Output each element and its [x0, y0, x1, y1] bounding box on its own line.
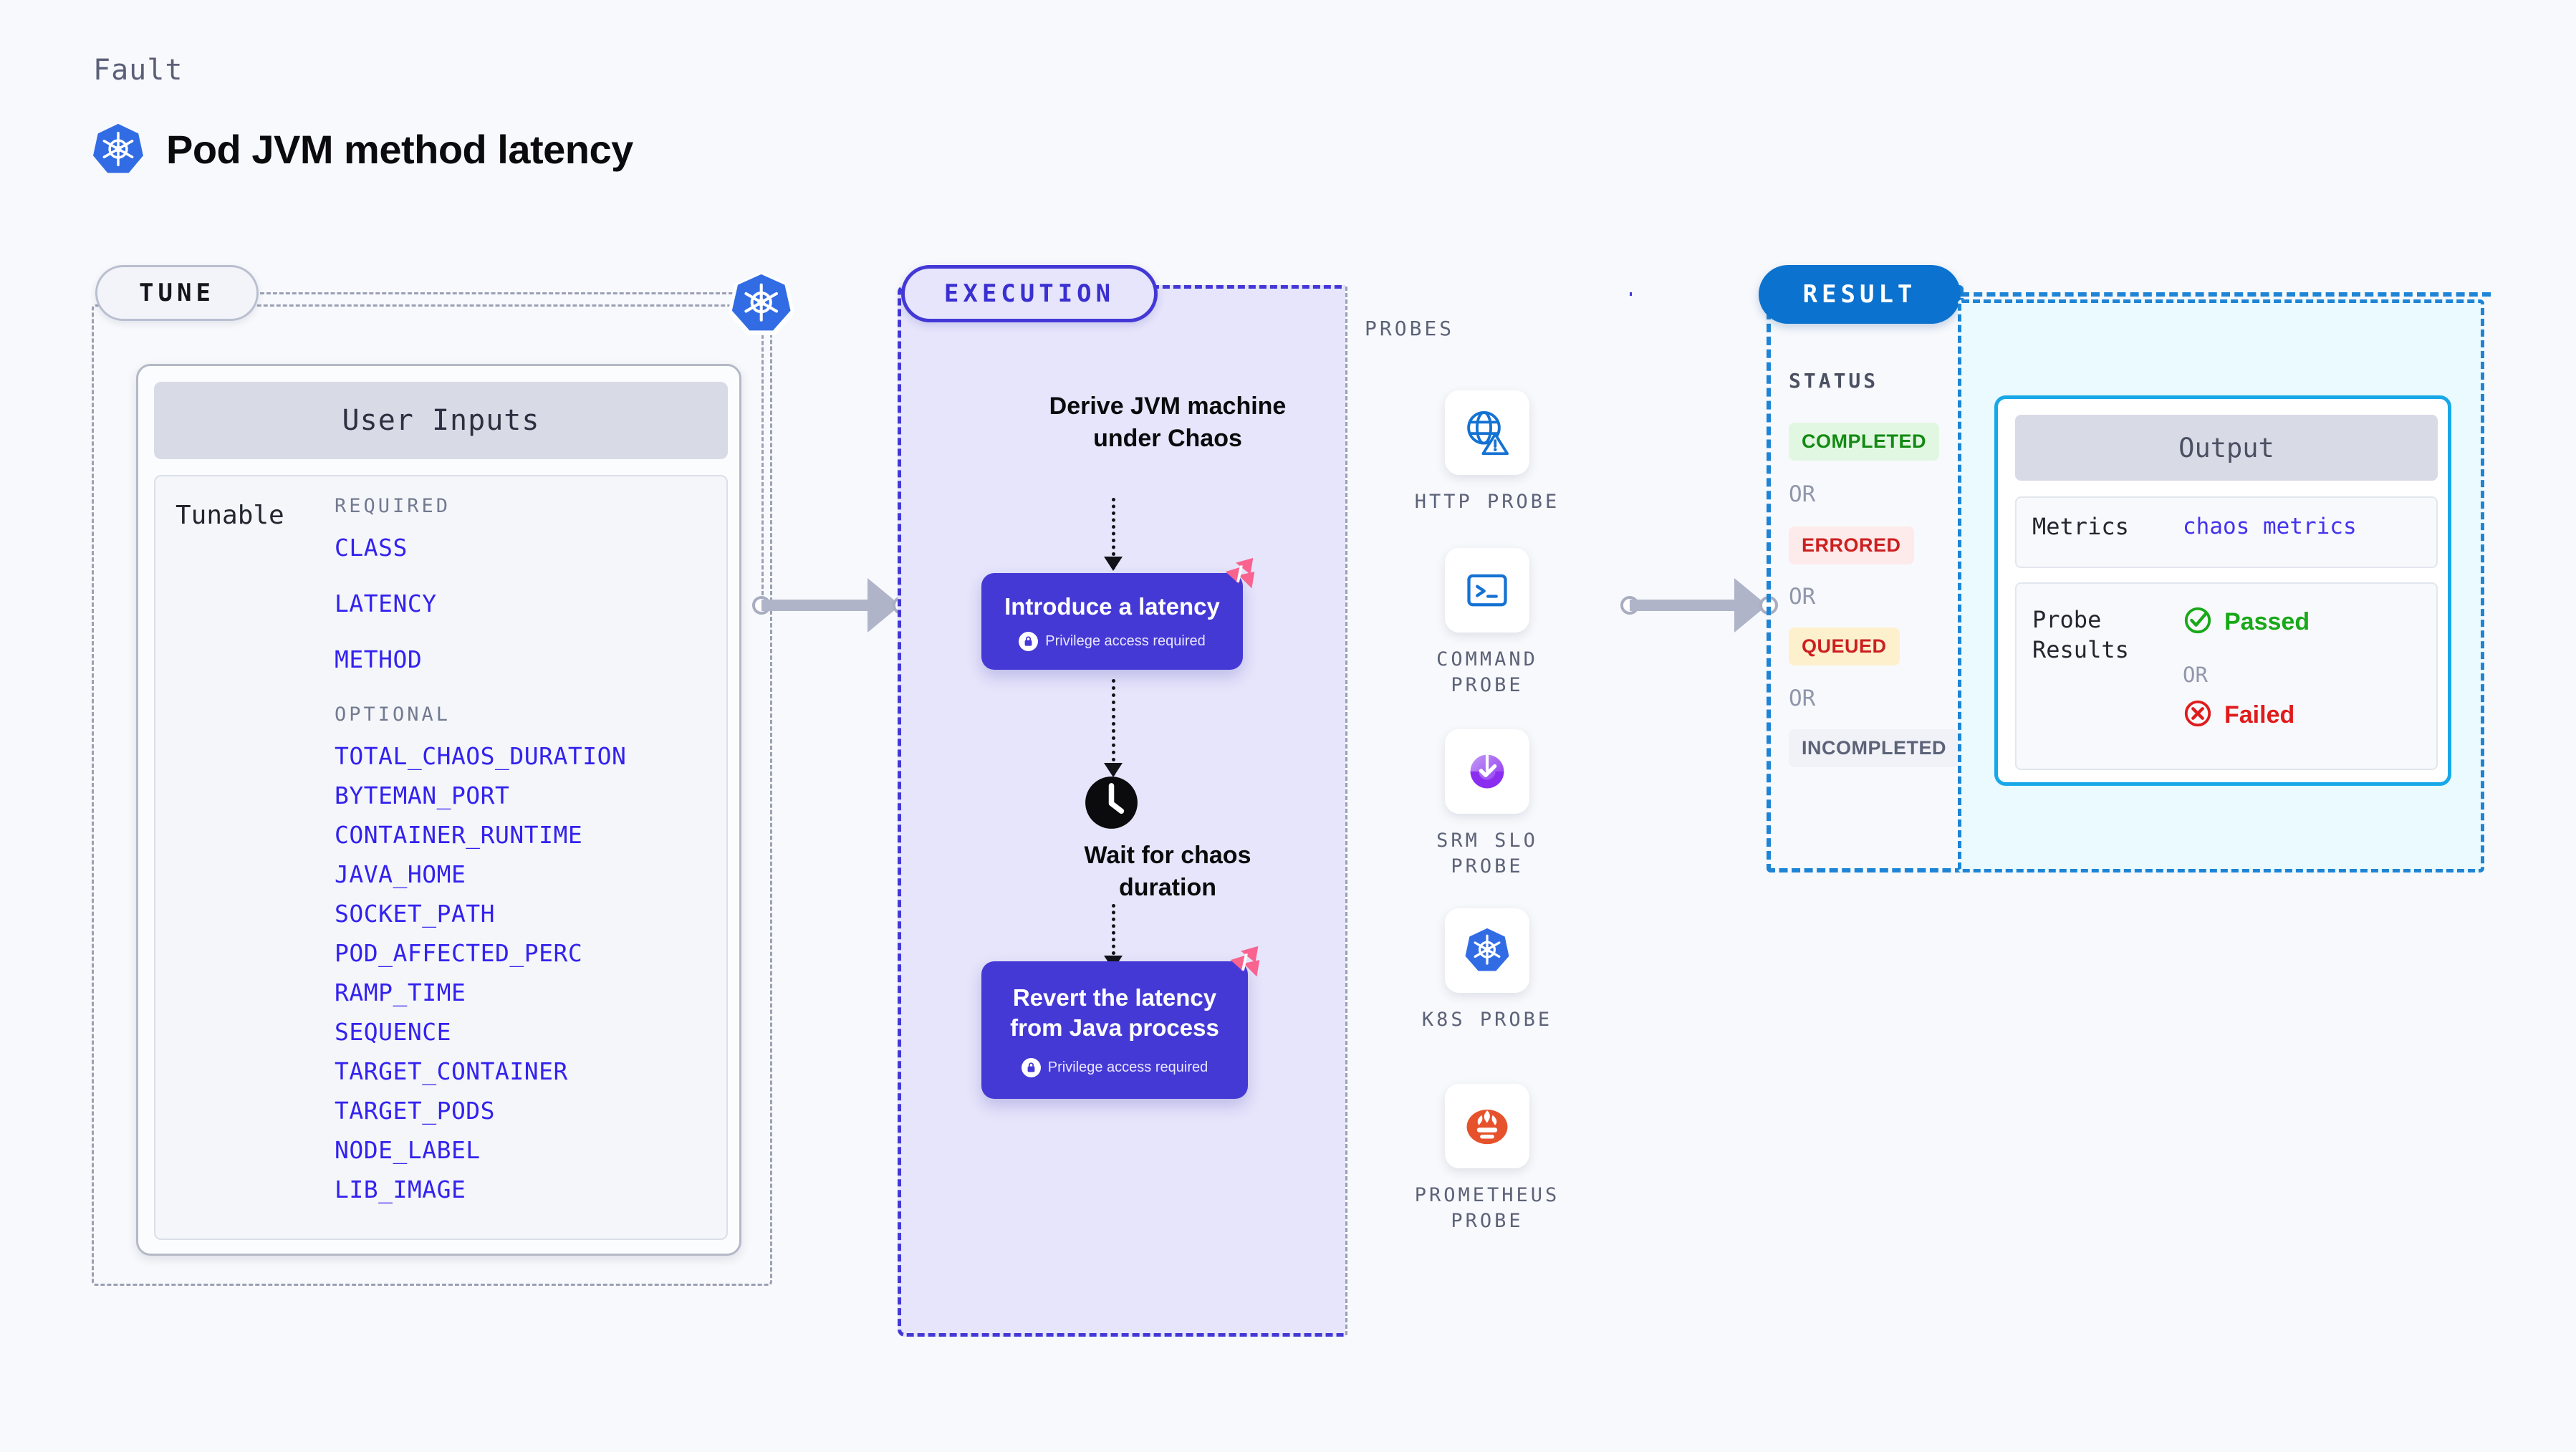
tune-rail-vertical — [761, 315, 764, 602]
probe-result-failed: Failed — [2183, 698, 2294, 732]
probe-srm-slo-label: SRM SLO PROBE — [1436, 830, 1538, 878]
param-ramp-time[interactable]: RAMP_TIME — [335, 979, 466, 1006]
probe-srm-slo[interactable]: SRM SLO PROBE — [1394, 729, 1580, 880]
param-class[interactable]: CLASS — [335, 534, 408, 562]
srm-slo-icon — [1445, 729, 1529, 814]
status-badge-queued: QUEUED — [1789, 628, 1900, 665]
revert-latency-subtitle-row: Privilege access required — [1021, 1057, 1208, 1077]
output-probe-results-key: Probe Results — [2032, 606, 2129, 663]
parameter-column: REQUIRED CLASS LATENCY METHOD OPTIONAL T… — [335, 495, 714, 1217]
status-badge-completed: COMPLETED — [1789, 423, 1940, 461]
prometheus-icon — [1445, 1084, 1529, 1168]
probe-result-passed-label: Passed — [2224, 608, 2310, 635]
probe-prometheus-label: PROMETHEUS PROBE — [1414, 1184, 1560, 1233]
result-pill[interactable]: RESULT — [1759, 265, 1961, 324]
param-target-container[interactable]: TARGET_CONTAINER — [335, 1057, 568, 1085]
param-latency[interactable]: LATENCY — [335, 590, 437, 617]
status-label: STATUS — [1789, 369, 1879, 393]
param-byteman-port[interactable]: BYTEMAN_PORT — [335, 782, 510, 809]
param-pod-affected-perc[interactable]: POD_AFFECTED_PERC — [335, 939, 583, 967]
probe-prometheus[interactable]: PROMETHEUS PROBE — [1394, 1084, 1580, 1235]
status-badge-incompleted: INCOMPLETED — [1789, 729, 1960, 767]
output-card: Output Metrics chaos metrics Probe Resul… — [1994, 395, 2451, 786]
param-method[interactable]: METHOD — [335, 645, 423, 673]
kubernetes-icon — [93, 122, 143, 176]
harness-mark-icon — [1224, 943, 1265, 988]
output-header: Output — [2015, 415, 2438, 481]
status-or-2: OR — [1789, 584, 1816, 610]
output-metrics-row: Metrics chaos metrics — [2015, 496, 2438, 568]
lock-icon — [1021, 1057, 1041, 1077]
param-socket-path[interactable]: SOCKET_PATH — [335, 900, 496, 928]
lock-icon — [1019, 631, 1039, 651]
execution-pill[interactable]: EXECUTION — [901, 265, 1158, 322]
harness-mark-icon — [1219, 554, 1260, 600]
probe-result-failed-label: Failed — [2224, 701, 2295, 729]
tune-pill[interactable]: TUNE — [95, 265, 259, 321]
probe-result-or: OR — [2183, 663, 2208, 687]
clock-icon — [1085, 776, 1138, 833]
probe-k8s[interactable]: K8S PROBE — [1394, 908, 1580, 1033]
introduce-latency-title: Introduce a latency — [1004, 593, 1220, 620]
param-sequence[interactable]: SEQUENCE — [335, 1018, 451, 1046]
user-inputs-card: User Inputs Tunable REQUIRED CLASS LATEN… — [136, 364, 741, 1256]
probe-http-label: HTTP PROBE — [1414, 491, 1560, 513]
revert-latency-subtitle: Privilege access required — [1047, 1059, 1208, 1075]
probe-result-passed: Passed — [2183, 605, 2310, 639]
optional-group-label: OPTIONAL — [335, 703, 451, 726]
param-total-chaos-duration[interactable]: TOTAL_CHAOS_DURATION — [335, 742, 627, 770]
probes-divider — [1345, 287, 1347, 1335]
param-node-label[interactable]: NODE_LABEL — [335, 1136, 481, 1164]
status-badge-errored: ERRORED — [1789, 527, 1914, 564]
revert-latency-title: Revert the latency from Java process — [1010, 984, 1219, 1041]
status-or-3: OR — [1789, 686, 1816, 711]
page-header: Pod JVM method latency — [93, 122, 633, 176]
status-or-1: OR — [1789, 481, 1816, 507]
terminal-icon — [1445, 548, 1529, 633]
wait-chaos-text: Wait for chaos duration — [1084, 842, 1251, 901]
probe-http[interactable]: HTTP PROBE — [1394, 390, 1580, 515]
globe-warning-icon — [1445, 390, 1529, 475]
tunable-label: Tunable — [176, 501, 284, 530]
user-inputs-header: User Inputs — [154, 382, 728, 459]
introduce-latency-step[interactable]: Introduce a latency Privilege access req… — [981, 557, 1255, 670]
result-rail-horizontal — [1961, 292, 2491, 297]
check-circle-icon — [2183, 605, 2213, 639]
output-probe-results-row: Probe Results Passed OR — [2015, 582, 2438, 770]
page-kicker: Fault — [93, 54, 183, 87]
param-target-pods[interactable]: TARGET_PODS — [335, 1097, 496, 1125]
derive-jvm-text: Derive JVM machine under Chaos — [1049, 393, 1287, 452]
output-metrics-value[interactable]: chaos metrics — [2183, 514, 2357, 539]
param-lib-image[interactable]: LIB_IMAGE — [335, 1175, 466, 1203]
tune-rail-kubernetes-icon — [728, 271, 795, 343]
kubernetes-icon — [1445, 908, 1529, 993]
user-inputs-body: Tunable REQUIRED CLASS LATENCY METHOD OP… — [154, 475, 728, 1240]
probe-k8s-label: K8S PROBE — [1421, 1009, 1553, 1031]
output-metrics-key: Metrics — [2032, 513, 2129, 540]
probes-label: PROBES — [1365, 317, 1455, 340]
revert-latency-step[interactable]: Revert the latency from Java process Pri… — [981, 946, 1260, 1099]
probe-command[interactable]: COMMAND PROBE — [1394, 548, 1580, 699]
x-circle-icon — [2183, 698, 2213, 732]
page-title: Pod JVM method latency — [166, 126, 633, 172]
tune-region — [92, 304, 772, 1286]
param-container-runtime[interactable]: CONTAINER_RUNTIME — [335, 821, 583, 849]
tune-rail-horizontal — [260, 292, 733, 294]
introduce-latency-subtitle-row: Privilege access required — [1019, 631, 1206, 651]
param-java-home[interactable]: JAVA_HOME — [335, 860, 466, 888]
introduce-latency-subtitle: Privilege access required — [1045, 633, 1206, 649]
probe-command-label: COMMAND PROBE — [1436, 648, 1538, 697]
required-group-label: REQUIRED — [335, 495, 451, 517]
